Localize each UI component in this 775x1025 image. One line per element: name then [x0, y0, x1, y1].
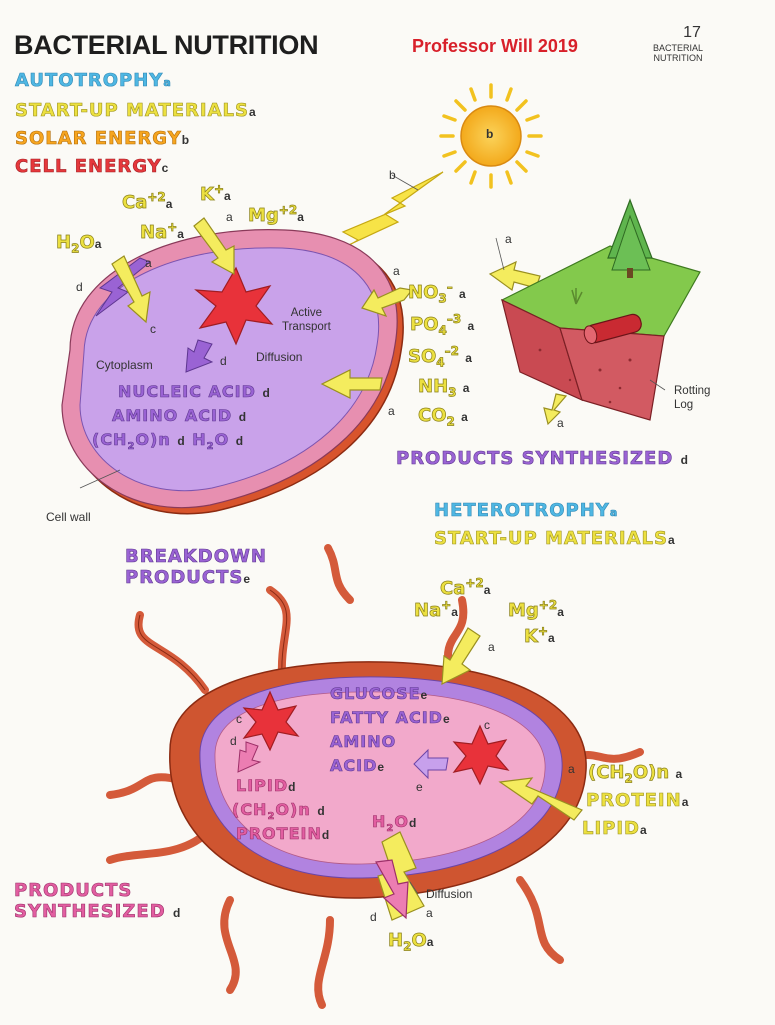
autotrophy-products-synthesized: PRODUCTS SYNTHESIZED d [396, 448, 689, 470]
legend-solar-energy: SOLAR ENERGYb [15, 128, 191, 150]
startup-arrows-autotroph [111, 217, 568, 426]
page-number: 17 [683, 24, 701, 41]
label-rotting-log: Rotting Log [674, 384, 710, 412]
autotroph-cell [61, 229, 404, 515]
cell-energy-star-left-icon [242, 690, 300, 752]
label-c: c [236, 712, 242, 726]
sun-icon [439, 83, 543, 189]
pointer-lines [79, 174, 666, 895]
label-a: a [226, 210, 233, 224]
ion-sodium: Na+a [140, 220, 184, 244]
breakdown-products-heading: BREAKDOWN PRODUCTSe [125, 546, 267, 589]
label-cell-wall: Cell wall [46, 510, 91, 524]
label-d: d [76, 280, 83, 294]
label-e: e [416, 780, 423, 794]
label-d: d [230, 734, 237, 748]
water-diffusion-out-icon [375, 859, 409, 920]
ion-calcium-hetero: Ca+2a [440, 576, 491, 600]
heading-line: PRODUCTS [14, 880, 133, 902]
label-d: d [220, 354, 227, 368]
breakdown-acid: ACIDe [330, 756, 386, 776]
molecule-ammonia: NH3 a [418, 376, 470, 400]
legend-startup-materials: START-UP MATERIALSa [15, 100, 257, 122]
cell-energy-star-icon [194, 266, 274, 346]
heading-line: BREAKDOWN [125, 546, 267, 568]
ion-magnesium: Mg+2a [248, 203, 304, 227]
label-line: Transport [282, 321, 331, 333]
label-b: b [389, 168, 396, 182]
label-a: a [505, 232, 512, 246]
breakdown-glucose: GLUCOSEe [330, 684, 429, 704]
heterotrophy-products-synthesized: PRODUCTS SYNTHESIZED d [14, 880, 182, 923]
sun-label: b [486, 127, 494, 141]
label-a: a [426, 906, 433, 920]
label-line: Active [290, 307, 323, 319]
ion-sodium-hetero: Na+a [414, 598, 458, 622]
heading-line: PRODUCTSe [125, 567, 252, 589]
label-a: a [557, 416, 564, 430]
synthesis-arrow-icon [237, 741, 262, 773]
ion-potassium: K+a [200, 182, 231, 206]
ion-potassium-hetero: K+a [524, 624, 555, 648]
startup-arrows-heterotroph [441, 627, 583, 821]
product-amino-acid: AMINO ACID d [112, 406, 248, 426]
ion-nitrate: NO3– a [408, 280, 466, 306]
label-line: Log [674, 399, 694, 411]
author-credit: Professor Will 2019 [412, 36, 578, 56]
organic-carbohydrate: (CH2O)n a [588, 762, 683, 786]
breakdown-amino: AMINO [330, 732, 397, 752]
autotrophy-heading: AUTOTROPHYa [15, 70, 172, 92]
water-out-arrow-icon [95, 257, 151, 317]
label-a: a [145, 256, 152, 270]
label-a: a [568, 762, 575, 776]
molecule-carbon-dioxide: CO2 a [418, 405, 468, 429]
product-nucleic-acid: NUCLEIC ACID d [118, 382, 271, 402]
cell-energy-star-right-icon [452, 724, 510, 786]
legend-cell-energy: CELL ENERGYc [15, 156, 170, 178]
breakdown-arrow-icon [413, 748, 449, 780]
synth-lipid: LIPIDd [236, 776, 297, 796]
ion-sulfate: SO4–2 a [408, 344, 472, 370]
synth-carbohydrate: (CH2O)n d [232, 800, 326, 823]
water-molecule-hetero: H2Oa [388, 930, 434, 954]
label-a: a [393, 264, 400, 278]
organic-protein: PROTEINa [586, 790, 690, 812]
label-active-transport: Active Transport [282, 306, 331, 334]
cell-product-arrow-icon [185, 339, 214, 373]
label-c: c [484, 718, 490, 732]
heading-line: SYNTHESIZED d [14, 901, 182, 923]
product-carbohydrate-water: (CH2O)n d H2O d [92, 430, 245, 453]
heterotrophy-startup-materials: START-UP MATERIALSa [434, 528, 676, 550]
label-diffusion: Diffusion [256, 350, 303, 364]
label-d: d [370, 910, 377, 924]
label-diffusion-hetero: Diffusion [426, 887, 473, 901]
label-a: a [388, 404, 395, 418]
page-tag: BACTERIAL NUTRITION [634, 43, 722, 63]
rotting-log-soil-block [500, 198, 701, 421]
water-inside-hetero: H2Od [372, 812, 418, 835]
organic-lipid: LIPIDa [582, 818, 648, 840]
breakdown-fatty-acid: FATTY ACIDe [330, 708, 451, 728]
label-c: c [150, 322, 156, 336]
label-a: a [488, 640, 495, 654]
synth-protein: PROTEINd [236, 824, 331, 844]
page-tag-line: BACTERIAL [652, 43, 703, 53]
page-tag-line: NUTRITION [653, 53, 703, 63]
label-cytoplasm: Cytoplasm [96, 358, 153, 372]
ion-phosphate: PO4–3 a [410, 312, 475, 338]
water-molecule: H2Oa [56, 232, 102, 256]
page-title: BACTERIAL NUTRITION [14, 30, 319, 60]
heterotrophy-heading: HETEROTROPHYa [434, 500, 619, 522]
ion-magnesium-hetero: Mg+2a [508, 598, 564, 622]
label-line: Rotting [674, 385, 711, 397]
ion-calcium: Ca+2a [122, 190, 173, 214]
